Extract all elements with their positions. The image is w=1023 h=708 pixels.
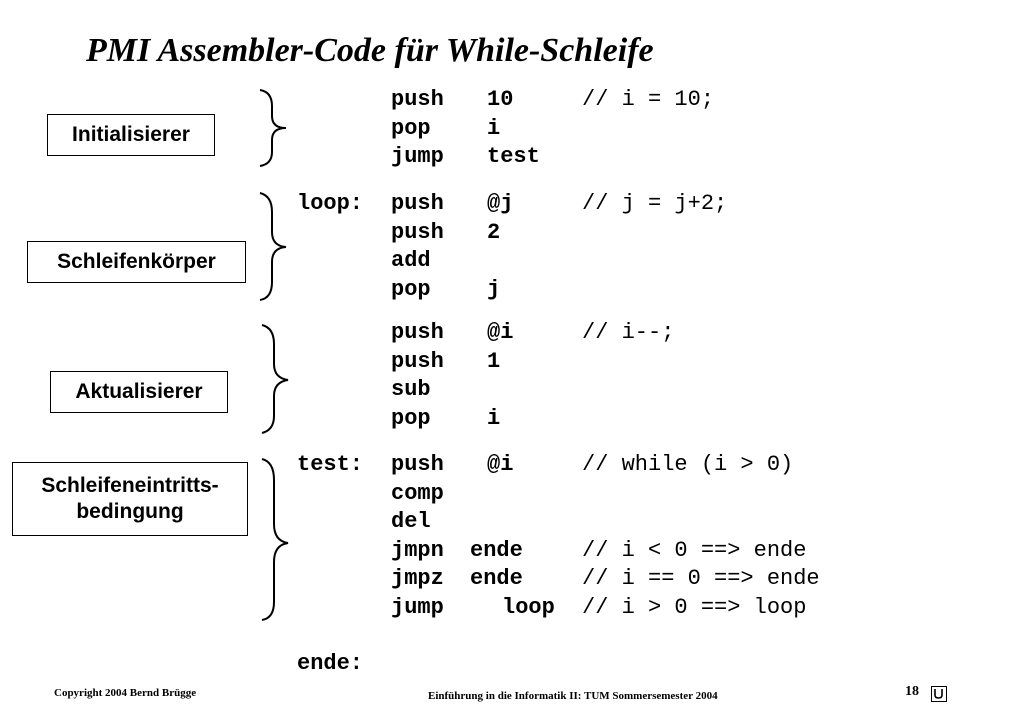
code-arg: test bbox=[487, 144, 540, 169]
code-end-label: ende: bbox=[297, 651, 364, 676]
brace-body bbox=[259, 192, 287, 301]
code-arg: @i bbox=[487, 452, 514, 477]
code-op: push bbox=[391, 191, 444, 216]
code-label: test: bbox=[297, 452, 364, 477]
tum-logo-glyph bbox=[934, 689, 943, 699]
code-label: loop: bbox=[297, 191, 364, 216]
code-arg: 1 bbox=[487, 348, 501, 374]
code-op: jmpz bbox=[391, 566, 444, 591]
code-arg: ende bbox=[470, 566, 523, 591]
code-arg: i bbox=[487, 115, 501, 141]
code-comment: // i < 0 ==> ende bbox=[582, 537, 807, 563]
code-op: push bbox=[391, 219, 444, 245]
code-op: push bbox=[391, 87, 444, 112]
code-op: jump bbox=[391, 594, 444, 620]
label-schleifenkoerper: Schleifenkörper bbox=[27, 241, 246, 283]
code-comment: // i == 0 ==> ende bbox=[582, 566, 820, 591]
code-arg: ende bbox=[470, 537, 523, 563]
label-aktualisierer: Aktualisierer bbox=[50, 371, 228, 413]
code-arg: 2 bbox=[487, 219, 501, 245]
footer-copyright: Copyright 2004 Bernd Brügge bbox=[54, 687, 197, 699]
slide-title: PMI Assembler-Code für While-Schleife bbox=[86, 32, 654, 69]
label-initialisierer-text: Initialisierer bbox=[72, 123, 190, 146]
brace-init bbox=[259, 89, 287, 167]
code-op: del bbox=[391, 509, 431, 534]
code-op: jmpn bbox=[391, 537, 444, 563]
code-op: comp bbox=[391, 480, 444, 506]
code-op: push bbox=[391, 320, 444, 345]
code-op: push bbox=[391, 452, 444, 477]
tum-logo-icon bbox=[931, 686, 947, 702]
code-comment: // i > 0 ==> loop bbox=[582, 594, 807, 620]
code-op: add bbox=[391, 248, 431, 273]
code-arg: @i bbox=[487, 320, 514, 345]
code-arg: j bbox=[487, 276, 501, 302]
code-comment: // while (i > 0) bbox=[582, 452, 794, 477]
label-schleifeneintrittsbedingung: Schleifeneintritts- bedingung bbox=[12, 462, 248, 536]
label-schleifenkoerper-text: Schleifenkörper bbox=[57, 250, 216, 273]
footer-course: Einführung in die Informatik II: TUM Som… bbox=[428, 690, 718, 702]
code-arg: 10 bbox=[487, 87, 514, 112]
label-cond-line1: Schleifeneintritts- bbox=[41, 474, 219, 497]
code-op: pop bbox=[391, 115, 431, 141]
code-comment: // i = 10; bbox=[582, 87, 715, 112]
code-op: jump bbox=[391, 144, 444, 169]
code-op: sub bbox=[391, 377, 431, 402]
label-cond-line2: bedingung bbox=[76, 500, 184, 523]
code-arg: @j bbox=[487, 191, 514, 216]
label-initialisierer: Initialisierer bbox=[47, 114, 215, 156]
code-arg: loop bbox=[502, 594, 555, 620]
code-comment: // i--; bbox=[582, 320, 675, 345]
code-comment: // j = j+2; bbox=[582, 191, 728, 216]
code-arg: i bbox=[487, 405, 501, 431]
code-op: pop bbox=[391, 405, 431, 431]
page-number: 18 bbox=[905, 684, 919, 699]
code-op: pop bbox=[391, 276, 431, 302]
brace-update bbox=[261, 324, 289, 434]
code-op: push bbox=[391, 348, 444, 374]
braces bbox=[259, 89, 289, 621]
label-aktualisierer-text: Aktualisierer bbox=[75, 380, 203, 403]
brace-cond bbox=[261, 458, 289, 621]
